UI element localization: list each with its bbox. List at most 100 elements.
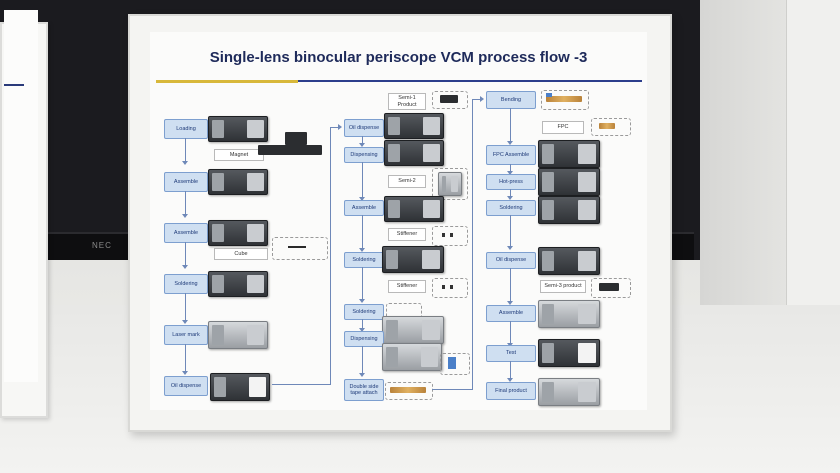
flow-connector	[272, 384, 330, 385]
label-semi-3-product: Semi-3 product	[540, 280, 586, 293]
flow-arrowhead	[338, 124, 342, 130]
background-pillar	[786, 0, 840, 320]
vcm-part	[384, 113, 444, 139]
step-bending: Bending	[486, 91, 536, 109]
step-laser-mark: Laser mark	[164, 325, 208, 345]
step-assemble-3: Assemble	[486, 305, 536, 322]
flow-arrowhead	[182, 371, 188, 375]
cube-part	[288, 246, 306, 248]
fpc-part	[599, 123, 615, 129]
step-oil-dispense-3: Oil dispense	[486, 252, 536, 269]
fpc-connector	[546, 93, 552, 97]
flow-arrowhead	[359, 328, 365, 332]
vcm-part	[208, 116, 268, 142]
label-stiffener-1: Stiffener	[388, 228, 426, 241]
vcm-part	[538, 168, 600, 196]
flow-arrowhead	[182, 320, 188, 324]
step-test: Test	[486, 345, 536, 362]
flow-arrowhead	[359, 299, 365, 303]
sample-box	[432, 278, 468, 298]
step-dispensing: Dispensing	[344, 147, 384, 163]
semi-1-part	[440, 95, 458, 103]
step-assemble-2: Assemble	[344, 200, 384, 216]
bent-fpc-part	[546, 96, 582, 102]
step-dispensing-2: Dispensing	[344, 331, 384, 347]
sample-box	[591, 278, 631, 298]
flow-arrow	[510, 108, 511, 142]
vcm-part	[538, 300, 600, 328]
vcm-part	[382, 316, 444, 344]
stiffener-part	[450, 233, 453, 237]
vcm-part	[384, 196, 444, 222]
sample-box	[440, 353, 470, 375]
sample-box	[432, 91, 468, 109]
vcm-part	[538, 378, 600, 406]
stiffener-part	[442, 285, 445, 289]
vcm-part	[208, 169, 268, 195]
step-soldering-2: Soldering	[344, 252, 384, 268]
flow-arrowhead	[480, 96, 484, 102]
flow-arrowhead	[359, 248, 365, 252]
monitor-brand: NEC	[92, 241, 112, 250]
label-semi-1-product: Semi-1 Product	[388, 93, 426, 110]
step-soldering: Soldering	[164, 274, 208, 294]
flow-arrow	[362, 162, 363, 198]
flow-arrow	[362, 267, 363, 300]
flow-connector	[472, 99, 480, 100]
vcm-part	[382, 246, 444, 273]
step-soldering-4: Soldering	[486, 200, 536, 216]
vcm-part	[538, 140, 600, 168]
flow-arrow	[362, 136, 363, 144]
flow-arrow	[185, 344, 186, 372]
flow-arrowhead	[507, 196, 513, 200]
flow-arrowhead	[507, 246, 513, 250]
vcm-part	[208, 220, 268, 246]
flow-connector	[432, 389, 472, 390]
step-hot-press: Hot-press	[486, 174, 536, 190]
semi-2-part	[438, 172, 462, 196]
vcm-part	[382, 343, 442, 371]
tape-part	[448, 357, 456, 369]
vcm-part	[538, 196, 600, 224]
step-assemble: Assemble	[164, 223, 208, 243]
flow-arrow	[510, 189, 511, 197]
step-final-product: Final product	[486, 382, 536, 400]
flow-arrow	[510, 164, 511, 172]
flow-arrowhead	[182, 214, 188, 218]
vcm-part	[208, 321, 268, 349]
sample-box	[432, 168, 468, 200]
step-oil-dispense-2: Oil dispense	[344, 119, 384, 137]
magnet-part	[285, 132, 307, 145]
step-loading: Loading	[164, 119, 208, 139]
flow-arrow	[362, 319, 363, 329]
label-magnet: Magnet	[214, 149, 264, 161]
step-soldering-3: Soldering	[344, 304, 384, 320]
flow-arrowhead	[359, 197, 365, 201]
label-semi-2: Semi-2	[388, 175, 426, 188]
flow-arrowhead	[507, 141, 513, 145]
vcm-part	[384, 140, 444, 166]
semi-3-part	[599, 283, 619, 291]
flow-arrow	[185, 242, 186, 266]
flow-connector	[330, 127, 338, 128]
flow-arrowhead	[182, 265, 188, 269]
label-stiffener-2: Stiffener	[388, 280, 426, 293]
side-board-panel	[4, 10, 38, 382]
title-rule-yellow	[156, 80, 298, 83]
sample-box	[591, 118, 631, 136]
flow-arrow	[510, 321, 511, 344]
flow-arrow	[510, 268, 511, 302]
stiffener-part	[442, 233, 445, 237]
tape-part	[390, 387, 426, 393]
flow-arrowhead	[507, 301, 513, 305]
vcm-part	[538, 247, 600, 275]
flow-arrow	[185, 293, 186, 321]
vcm-part	[210, 373, 270, 401]
step-double-side-tape-attach: Double side tape attach	[344, 379, 384, 401]
sample-box	[541, 90, 589, 110]
magnet-part	[258, 145, 322, 155]
flow-arrowhead	[507, 378, 513, 382]
flow-arrowhead	[507, 171, 513, 175]
title-rule-blue	[298, 80, 642, 82]
flow-arrow	[510, 215, 511, 247]
